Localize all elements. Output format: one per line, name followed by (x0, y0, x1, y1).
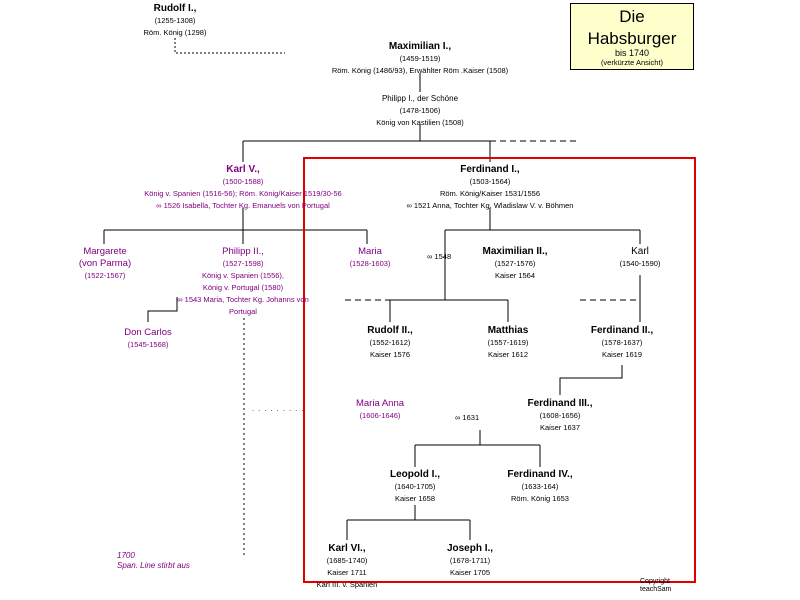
title-die: Die (619, 7, 645, 26)
node-title: Kaiser 1564 (494, 271, 536, 280)
node-philipp-2: Philipp II., (1527-1598) König v. Spanie… (163, 246, 323, 318)
copyright: Copyright teachSam (640, 578, 672, 594)
node-name: Margarete (83, 246, 127, 257)
node-title: Kaiser 1619 (601, 350, 643, 359)
node-dates: (1685-1740) (326, 556, 368, 565)
node-margarete: Margarete (von Parma) (1522-1567) (55, 246, 155, 282)
node-karl: Karl (1540-1590) (600, 246, 680, 270)
node-name: Matthias (487, 325, 529, 336)
node-name: Karl V., (226, 164, 260, 175)
node-title: Kaiser 1612 (487, 350, 529, 359)
node-dates: (1678-1711) (449, 556, 491, 565)
node-title: Röm. König/Kaiser 1531/1556 (439, 189, 541, 198)
node-dates: (1633-164) (521, 482, 559, 491)
node-marriage: ∞ 1526 Isabella, Tochter Kg. Emanuels vo… (156, 201, 330, 210)
marriage-1548: ∞ 1548 (427, 252, 452, 261)
node-name: Ferdinand III., (527, 398, 593, 409)
node-title: Kaiser 1637 (539, 423, 581, 432)
node-name: Maximilian II., (482, 246, 548, 257)
dotted-continuation: . . . . . . . . . (252, 404, 305, 413)
node-dates: (1500-1588) (222, 177, 264, 186)
node-dates: (1527-1576) (494, 259, 536, 268)
node-ferdinand-1: Ferdinand I., (1503-1564) Röm. König/Kai… (380, 164, 600, 212)
node-rudolf-1: Rudolf I., (1255-1308) Röm. König (1298) (115, 3, 235, 39)
node-dates: (1522-1567) (84, 271, 126, 280)
node-dates: (1527-1598) (222, 259, 264, 268)
node-dates: (1540-1590) (619, 259, 661, 268)
node-dates: (1503-1564) (469, 177, 511, 186)
node-ferdinand-3: Ferdinand III., (1608-1656) Kaiser 1637 (510, 398, 610, 434)
node-name: Maximilian I., (388, 41, 452, 52)
node-name: Maria Anna (355, 398, 405, 409)
title-note: (verkürzte Ansicht) (600, 58, 664, 67)
node-name: Philipp I., der Schöne (381, 94, 459, 103)
node-dates: (1640-1705) (394, 482, 436, 491)
spain-note-year: 1700 (117, 551, 135, 560)
node-title: Kaiser 1658 (394, 494, 436, 503)
node-title-2: Karl III. v. Spanien (316, 580, 378, 589)
node-marriage: ∞ 1543 Maria, Tochter Kg. Johanns von (177, 295, 309, 304)
title-box: Die Habsburger bis 1740 (verkürzte Ansic… (570, 3, 694, 70)
node-name: Leopold I., (390, 469, 440, 480)
spain-note: 1700 Span. Line stirbt aus (117, 551, 190, 571)
node-title: Röm. König (1486/93), Erwählter Röm .Kai… (331, 66, 509, 75)
node-name: Joseph I., (446, 543, 494, 554)
node-name: Maria (358, 246, 382, 257)
node-name: Karl VI., (328, 543, 366, 554)
node-name: Ferdinand I., (460, 164, 520, 175)
node-title: König v. Spanien (1556), (202, 271, 284, 280)
node-title: Röm. König 1653 (511, 494, 569, 503)
node-ferdinand-2: Ferdinand II., (1578-1637) Kaiser 1619 (572, 325, 672, 361)
node-maximilian-1: Maximilian I., (1459-1519) Röm. König (1… (290, 41, 550, 77)
node-title: Kaiser 1705 (449, 568, 491, 577)
node-dates: (1528-1603) (349, 259, 391, 268)
node-dates: (1478-1506) (399, 106, 441, 115)
node-title: König von Kastilien (1508) (376, 118, 464, 127)
node-dates: (1459-1519) (399, 54, 441, 63)
node-dates: (1578-1637) (601, 338, 643, 347)
spain-note-text: Span. Line stirbt aus (117, 561, 190, 570)
node-philipp-1: Philipp I., der Schöne (1478-1506) König… (340, 93, 500, 129)
node-title: Röm. König (1298) (143, 28, 207, 37)
node-joseph-1: Joseph I., (1678-1711) Kaiser 1705 (425, 543, 515, 579)
node-rudolf-2: Rudolf II., (1552-1612) Kaiser 1576 (345, 325, 435, 361)
node-karl-6: Karl VI., (1685-1740) Kaiser 1711 Karl I… (305, 543, 389, 591)
node-maximilian-2: Maximilian II., (1527-1576) Kaiser 1564 (460, 246, 570, 282)
node-don-carlos: Don Carlos (1545-1568) (98, 327, 198, 351)
node-matthias: Matthias (1557-1619) Kaiser 1612 (463, 325, 553, 361)
node-name: Rudolf I., (153, 3, 197, 14)
node-title-2: König v. Portugal (1580) (202, 283, 284, 292)
node-dates: (1557-1619) (487, 338, 529, 347)
title-habsburger: Habsburger (587, 29, 677, 48)
node-maria: Maria (1528-1603) (330, 246, 410, 270)
highlight-frame-austrian-line (303, 157, 696, 583)
node-name: Rudolf II., (367, 325, 413, 336)
node-leopold-1: Leopold I., (1640-1705) Kaiser 1658 (370, 469, 460, 505)
node-ferdinand-4: Ferdinand IV., (1633-164) Röm. König 165… (485, 469, 595, 505)
node-title: Kaiser 1576 (369, 350, 411, 359)
node-dates: (1545-1568) (127, 340, 169, 349)
node-dates: (1552-1612) (369, 338, 411, 347)
node-name: Karl (631, 246, 649, 257)
node-name: Don Carlos (124, 327, 172, 338)
node-title: König v. Spanien (1516-56); Röm. König/K… (144, 189, 342, 198)
node-marriage: ∞ 1521 Anna, Tochter Kg. Wladislaw V. v.… (406, 201, 574, 210)
marriage-1631: ∞ 1631 (455, 413, 480, 422)
node-title: Kaiser 1711 (327, 568, 367, 577)
node-maria-anna: Maria Anna (1606-1646) (340, 398, 420, 422)
node-dates: (1606-1646) (359, 411, 401, 420)
node-name: Philipp II., (222, 246, 264, 257)
copyright-label: Copyright (640, 578, 670, 585)
node-dates: (1255-1308) (154, 16, 196, 25)
node-marriage-2: Portugal (229, 307, 257, 316)
copyright-owner: teachSam (640, 586, 672, 593)
node-name-suffix: (von Parma) (78, 258, 132, 269)
node-karl-5: Karl V., (1500-1588) König v. Spanien (1… (108, 164, 378, 212)
node-name: Ferdinand IV., (507, 469, 573, 480)
title-period: bis 1740 (614, 48, 650, 58)
node-name: Ferdinand II., (590, 325, 654, 336)
node-dates: (1608-1656) (539, 411, 581, 420)
